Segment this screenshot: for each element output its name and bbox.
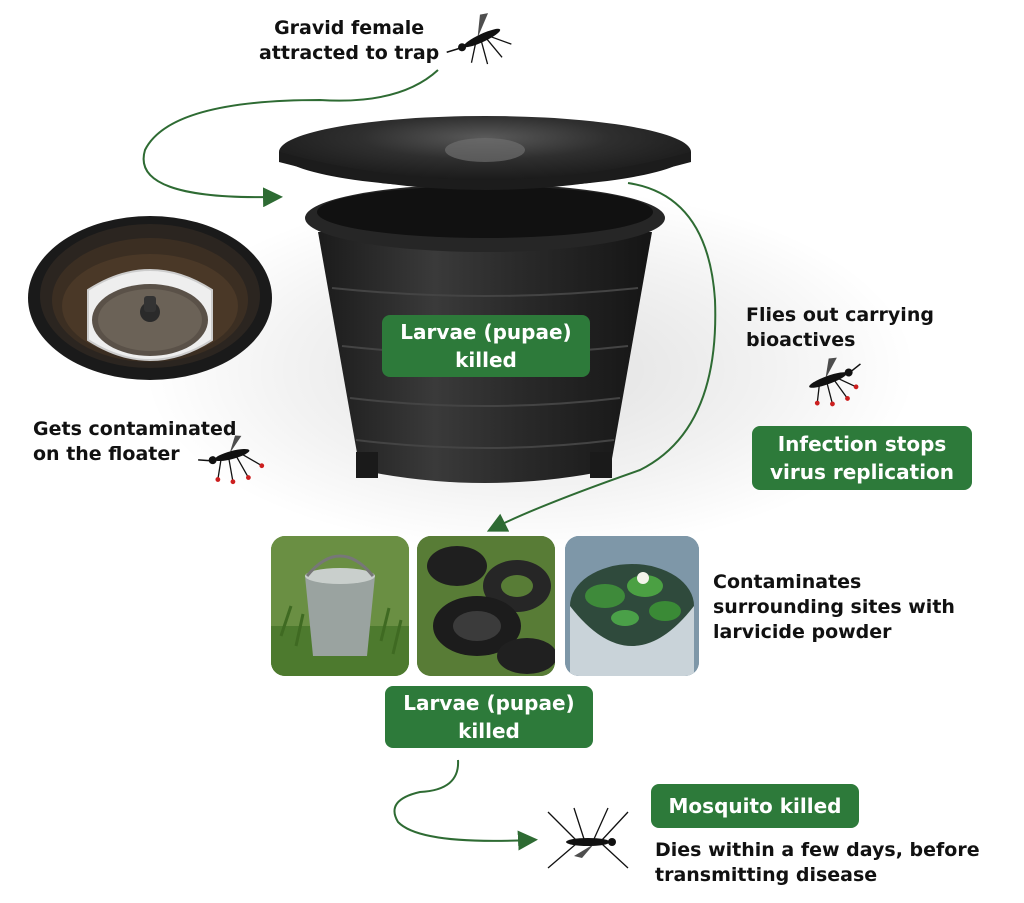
badge-larvae-killed-sites: Larvae (pupae) killed bbox=[385, 686, 593, 748]
tires-photo bbox=[417, 536, 555, 676]
arrow-to-trap bbox=[142, 69, 439, 208]
pot-plant-photo bbox=[565, 536, 699, 676]
badge-mosquito-killed: Mosquito killed bbox=[651, 784, 859, 828]
badge-larvae-killed-trap: Larvae (pupae) killed bbox=[382, 315, 590, 377]
caption-dies: Dies within a few days, before transmitt… bbox=[655, 839, 980, 886]
mosquito-icon bbox=[547, 807, 629, 869]
arrow-to-killed bbox=[393, 759, 538, 851]
caption-gravid-female: Gravid female attracted to trap bbox=[259, 17, 440, 64]
bucket-photo bbox=[271, 536, 409, 676]
badge-infection-stops: Infection stops virus replication bbox=[752, 426, 972, 490]
mosquito-icon bbox=[446, 13, 512, 65]
caption-contaminates-sites: Contaminates surrounding sites with larv… bbox=[713, 571, 955, 643]
caption-flies-out: Flies out carrying bioactives bbox=[746, 304, 934, 351]
caption-contaminated-floater: Gets contaminated on the floater bbox=[33, 418, 237, 465]
